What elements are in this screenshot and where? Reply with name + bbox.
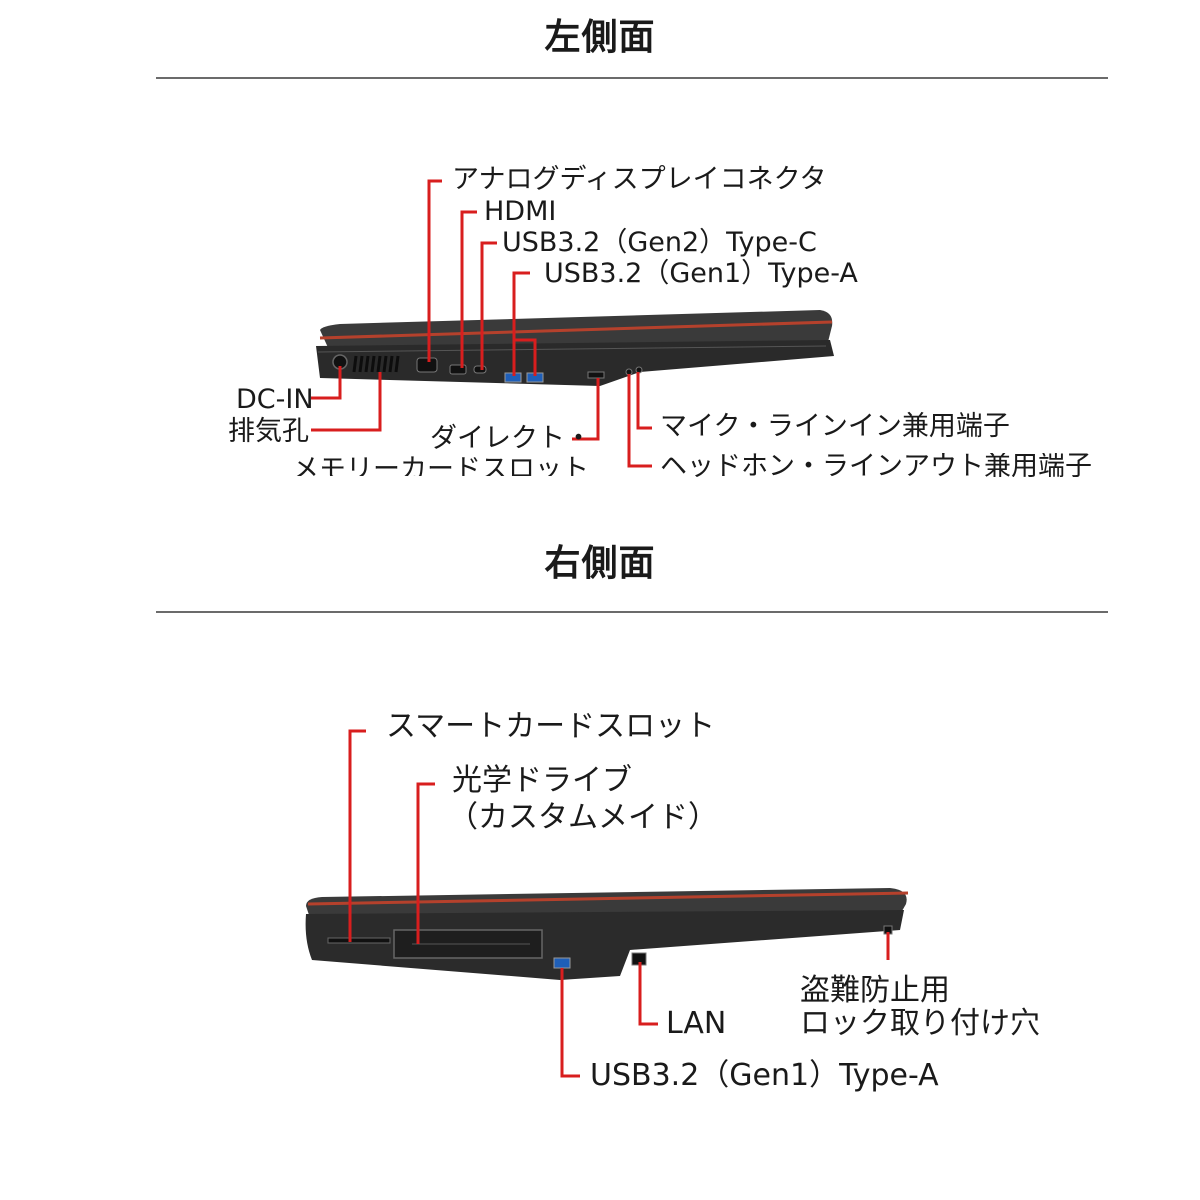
exhaust-label: 排気孔 — [228, 416, 309, 447]
usb-a-left-label: USB3.2（Gen1）Type-A — [544, 258, 858, 289]
left-side-title: 左側面 — [544, 17, 656, 58]
card-slot-label-line1: ダイレクト・ — [430, 423, 592, 454]
usb-c-label: USB3.2（Gen2）Type-C — [502, 227, 817, 258]
usb-a-right-label: USB3.2（Gen1）Type-A — [590, 1058, 939, 1093]
smart-card-slot-label: スマートカードスロット — [386, 709, 716, 744]
headphone-label: ヘッドホン・ラインアウト兼用端子 — [660, 453, 1092, 477]
lock-hole-label-line1: 盗難防止用 — [800, 973, 950, 1008]
lan-label: LAN — [666, 1006, 727, 1041]
optical-drive-label-line2: （カスタムメイド） — [448, 800, 718, 835]
left-side-divider — [156, 77, 1108, 79]
analog-display-label: アナログディスプレイコネクタ — [452, 164, 827, 195]
right-side-divider — [156, 611, 1108, 613]
lock-hole-label-line2: ロック取り付け穴 — [800, 1006, 1040, 1041]
hdmi-label: HDMI — [484, 196, 557, 227]
right-side-title: 右側面 — [544, 543, 656, 584]
dc-in-label: DC-IN — [236, 384, 314, 415]
mic-label: マイク・ラインイン兼用端子 — [660, 411, 1010, 442]
left-side-leader-lines — [311, 179, 652, 468]
card-slot-label-line2: メモリーカードスロット — [292, 456, 589, 476]
optical-drive-label-line1: 光学ドライブ — [452, 763, 632, 798]
